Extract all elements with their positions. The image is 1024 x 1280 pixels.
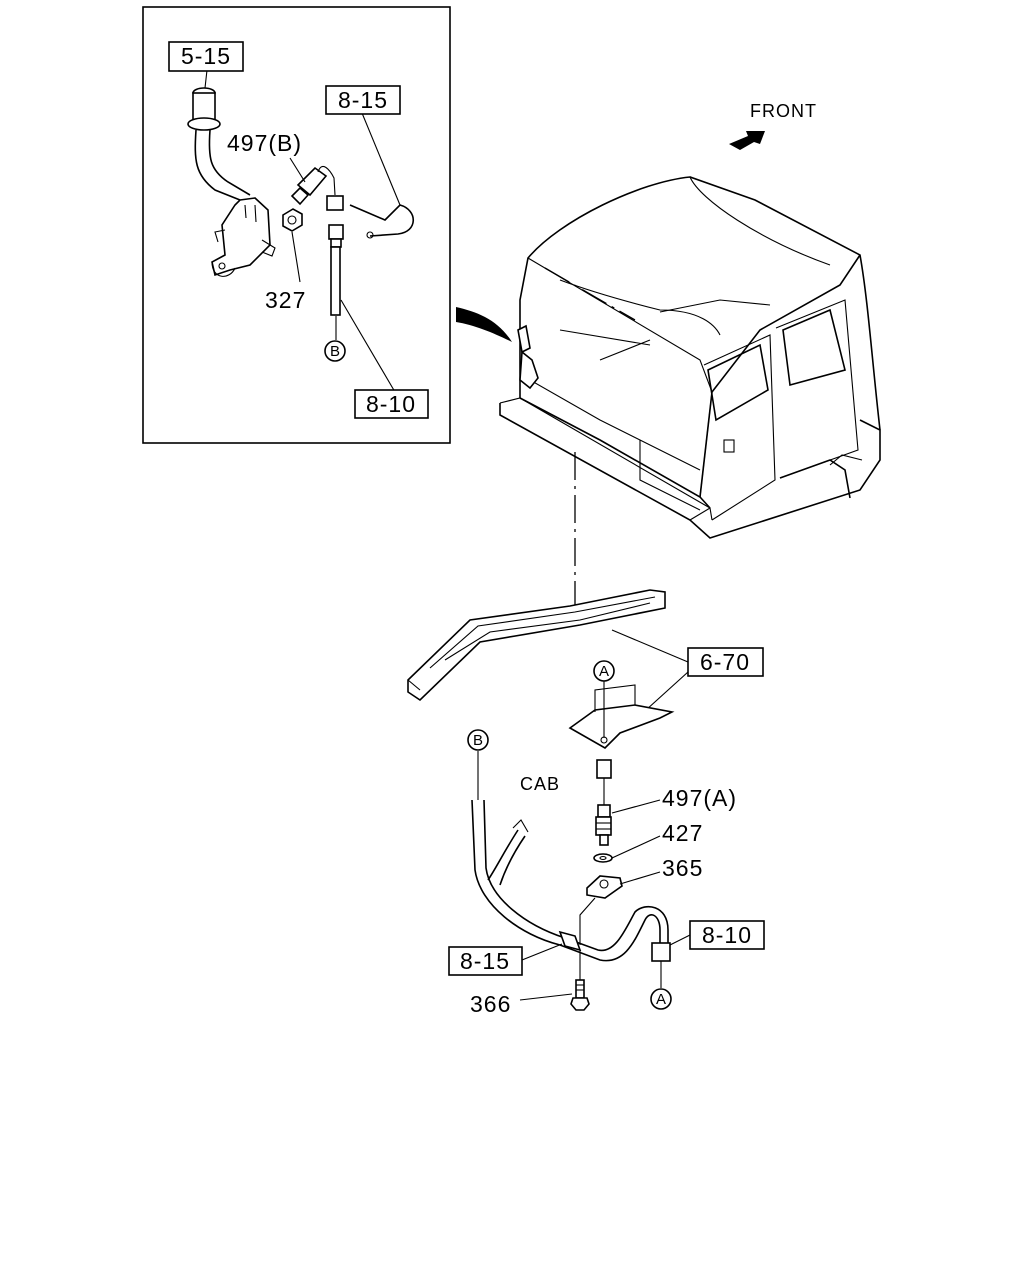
ref-label-8-10-bottom: 8-10 xyxy=(702,922,752,948)
harness-hook-top xyxy=(349,204,415,239)
mounting-bracket xyxy=(568,680,675,749)
switch-497a xyxy=(595,759,612,846)
cab-direction-label: CAB xyxy=(520,774,560,794)
marker-a-top-label: A xyxy=(599,663,609,680)
front-arrow-icon xyxy=(729,131,765,150)
part-label-497b: 497(B) xyxy=(227,130,302,156)
ref-box-8-15-bottom xyxy=(448,946,523,976)
ref-box-6-70 xyxy=(687,647,764,677)
ref-label-6-70: 6-70 xyxy=(700,649,750,675)
ref-box-8-15-top xyxy=(325,85,401,115)
harness-rod-to-b xyxy=(328,224,344,316)
washer-427 xyxy=(593,853,613,863)
marker-a-bottom-label: A xyxy=(656,991,666,1008)
ref-box-8-10-bottom xyxy=(689,920,765,950)
ref-label-8-15-bottom: 8-15 xyxy=(460,948,510,974)
switch-497b xyxy=(290,165,344,211)
front-label: FRONT xyxy=(750,101,817,121)
marker-a-bottom xyxy=(650,988,672,1010)
inset-pointer-arrow xyxy=(456,307,512,342)
ref-box-5-15 xyxy=(168,41,244,72)
cab-body xyxy=(499,176,881,539)
chassis-frame-rail xyxy=(407,589,666,702)
inset-detail-panel: 5-15 8-15 8-10 497(B) 327 B xyxy=(142,6,451,444)
marker-b-top-label: B xyxy=(330,343,340,360)
part-label-497a: 497(A) xyxy=(662,785,737,811)
marker-b-top xyxy=(324,340,346,362)
part-label-366: 366 xyxy=(470,991,511,1017)
lower-harness xyxy=(471,799,671,988)
nut-327 xyxy=(282,208,303,232)
ref-label-5-15: 5-15 xyxy=(181,43,231,69)
marker-b-bottom xyxy=(467,729,489,751)
marker-a-top xyxy=(593,660,615,682)
part-label-365: 365 xyxy=(662,855,703,881)
bracket-365 xyxy=(579,875,623,945)
ref-label-8-10-top: 8-10 xyxy=(366,391,416,417)
ref-label-8-15-top: 8-15 xyxy=(338,87,388,113)
bolt-366 xyxy=(570,950,590,1011)
part-label-327: 327 xyxy=(265,287,306,313)
front-direction-indicator: FRONT xyxy=(729,101,817,150)
marker-b-bottom-label: B xyxy=(473,732,483,749)
part-label-427: 427 xyxy=(662,820,703,846)
ref-box-8-10-top xyxy=(354,389,429,419)
pedal-bracket-assembly xyxy=(187,87,276,277)
